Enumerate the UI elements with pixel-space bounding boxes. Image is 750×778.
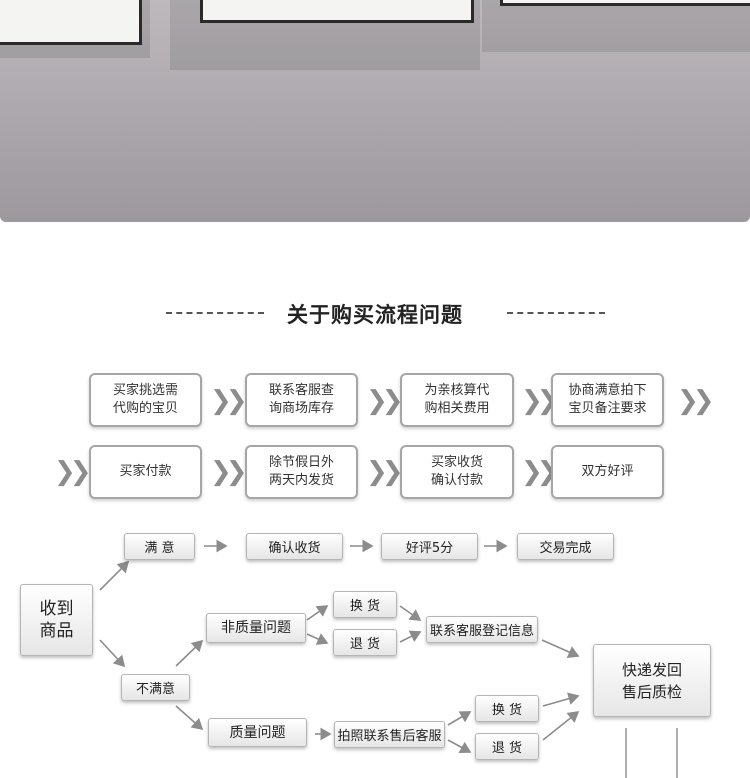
node-non-quality: 非质量问题 xyxy=(206,613,306,643)
arrow-exchange-contact xyxy=(400,606,420,620)
arrow-unsatisfied-quality xyxy=(176,706,202,729)
arrow-unsatisfied-nonquality xyxy=(176,641,202,666)
arrow-return-contact xyxy=(400,632,420,642)
arrow-photo-return xyxy=(448,740,470,752)
arrow-start-unsatisfied xyxy=(100,640,124,666)
arrow-return-inspect xyxy=(543,712,578,740)
arrow-contact-inspect xyxy=(542,640,578,656)
node-quality: 质量问题 xyxy=(208,718,307,747)
node-return-1: 退 货 xyxy=(333,629,397,656)
arrow-photo-exchange xyxy=(448,712,470,725)
arrow-nonquality-exchange xyxy=(307,606,327,620)
arrow-nonquality-return xyxy=(307,634,327,643)
node-exchange-1: 换 货 xyxy=(333,591,397,618)
node-photo-contact: 拍照联系售后客服 xyxy=(334,721,445,748)
node-contact-register: 联系客服登记信息 xyxy=(426,616,538,643)
node-unsatisfied: 不满意 xyxy=(121,674,190,701)
node-satisfied: 满 意 xyxy=(124,533,195,560)
node-receive-goods: 收到 商品 xyxy=(20,584,93,656)
node-deal-done: 交易完成 xyxy=(517,533,614,560)
node-exchange-2: 换 货 xyxy=(475,695,539,722)
node-good-review: 好评5分 xyxy=(381,533,478,560)
arrow-start-satisfied xyxy=(100,562,128,590)
arrow-exchange-inspect xyxy=(543,696,578,706)
node-confirm-receipt: 确认收货 xyxy=(246,533,343,560)
node-return-2: 退 货 xyxy=(475,733,539,760)
node-inspect: 快递发回 售后质检 xyxy=(593,644,711,717)
